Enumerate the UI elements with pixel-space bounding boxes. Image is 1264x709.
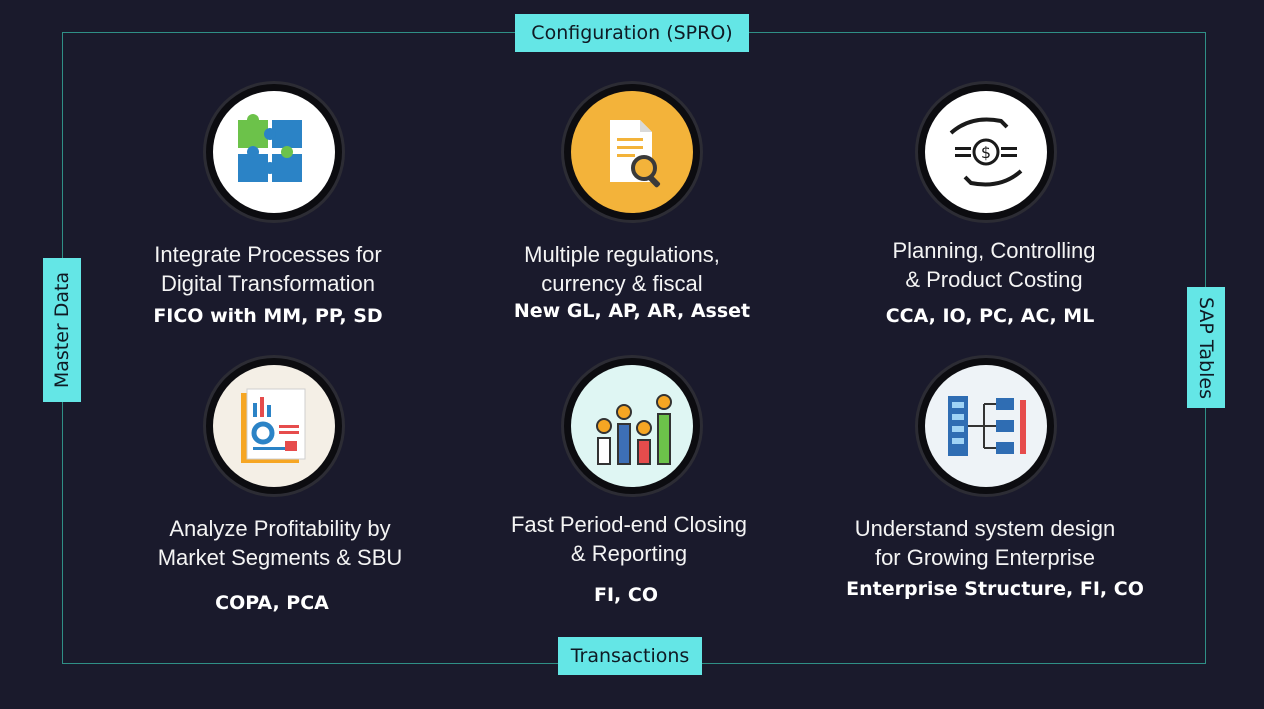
document-search-icon (564, 84, 700, 220)
transactions-label: Transactions (558, 637, 702, 675)
card-5-title: Fast Period-end Closing & Reporting (510, 512, 747, 566)
card-3-title: Planning, Controlling & Product Costing (892, 238, 1096, 292)
card-2-subtitle: New GL, AP, AR, Asset (513, 300, 751, 322)
card-6-subtitle: Enterprise Structure, FI, CO (846, 578, 1144, 600)
configuration-label: Configuration (SPRO) (515, 14, 749, 52)
hands-money-icon: $ (918, 84, 1054, 220)
card-6-title: Understand system design for Growing Ent… (854, 516, 1116, 570)
report-chart-icon (206, 358, 342, 494)
card-1-subtitle: FICO with MM, PP, SD (153, 305, 383, 327)
hierarchy-icon (918, 358, 1054, 494)
coin-bars-icon (564, 358, 700, 494)
card-5-subtitle: FI, CO (594, 584, 658, 606)
master-data-label: Master Data (43, 258, 81, 402)
card-1-title: Integrate Processes for Digital Transfor… (154, 242, 382, 296)
svg-text:$: $ (981, 143, 991, 162)
card-2-title: Multiple regulations, currency & fiscal (524, 242, 720, 296)
card-4-title: Analyze Profitability by Market Segments… (157, 516, 403, 570)
sap-tables-label: SAP Tables (1187, 287, 1225, 408)
card-3-subtitle: CCA, IO, PC, AC, ML (885, 305, 1095, 327)
card-4-subtitle: COPA, PCA (215, 592, 329, 614)
puzzle-icon (206, 84, 342, 220)
